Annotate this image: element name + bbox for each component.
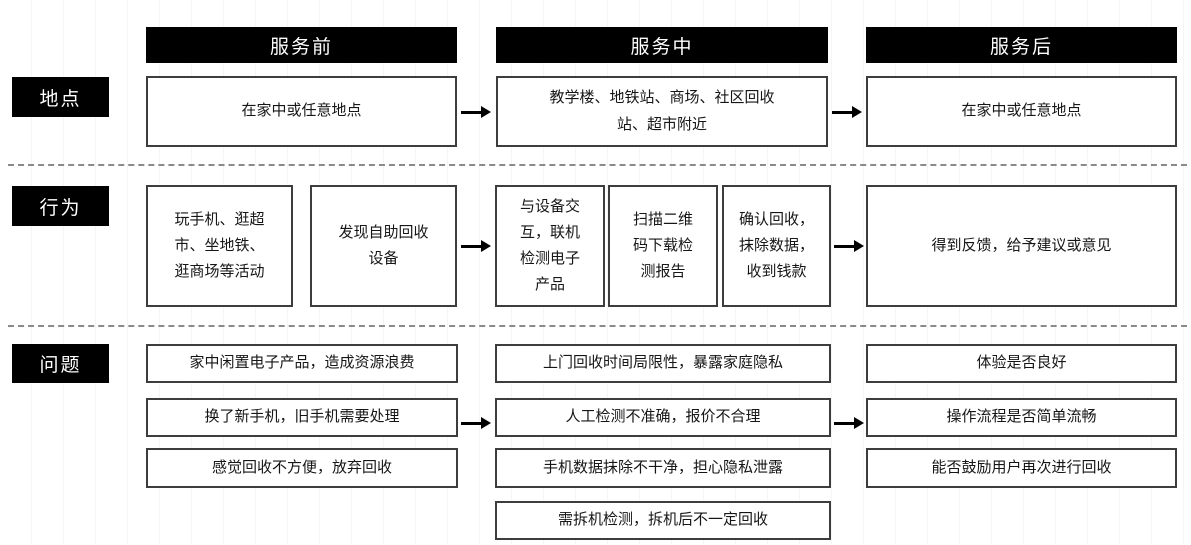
phase-header-after: 服务后 [866,27,1177,63]
phase-header-before: 服务前 [146,27,457,63]
row-label-behavior: 行为 [12,186,109,226]
behavior-before-discover-box: 发现自助回收设备 [310,185,457,307]
arrow-right-icon [461,106,491,118]
location-before-box: 在家中或任意地点 [146,76,457,147]
location-during-box: 教学楼、地铁站、商场、社区回收站、超市附近 [496,76,828,147]
problem-after-box: 能否鼓励用户再次进行回收 [866,448,1177,488]
arrow-right-icon [832,106,862,118]
arrow-right-icon [834,240,864,252]
problem-during-box: 上门回收时间局限性，暴露家庭隐私 [495,344,831,383]
problem-before-box: 换了新手机，旧手机需要处理 [146,398,458,437]
behavior-during-confirm-box: 确认回收，抹除数据，收到钱款 [722,185,831,307]
behavior-during-scan-box: 扫描二维码下载检测报告 [608,185,718,307]
behavior-before-activities-box: 玩手机、逛超市、坐地铁、逛商场等活动 [146,185,293,307]
problem-during-box: 手机数据抹除不干净，担心隐私泄露 [495,448,831,488]
phase-header-during: 服务中 [496,27,828,63]
problem-during-box: 需拆机检测，拆机后不一定回收 [495,501,831,540]
problem-during-box: 人工检测不准确，报价不合理 [495,398,831,437]
row-separator [8,164,1187,166]
row-label-location: 地点 [12,77,109,117]
problem-after-box: 操作流程是否简单流畅 [866,398,1177,437]
problem-after-box: 体验是否良好 [866,344,1177,383]
behavior-during-interact-box: 与设备交互，联机检测电子产品 [495,185,605,307]
behavior-after-feedback-box: 得到反馈，给予建议或意见 [866,185,1177,307]
arrow-right-icon [834,417,864,429]
row-label-problems: 问题 [12,344,109,383]
row-separator [8,325,1187,327]
problem-before-box: 感觉回收不方便，放弃回收 [146,448,458,488]
arrow-right-icon [461,417,491,429]
problem-before-box: 家中闲置电子产品，造成资源浪费 [146,344,458,383]
location-after-box: 在家中或任意地点 [866,76,1177,147]
arrow-right-icon [461,240,491,252]
